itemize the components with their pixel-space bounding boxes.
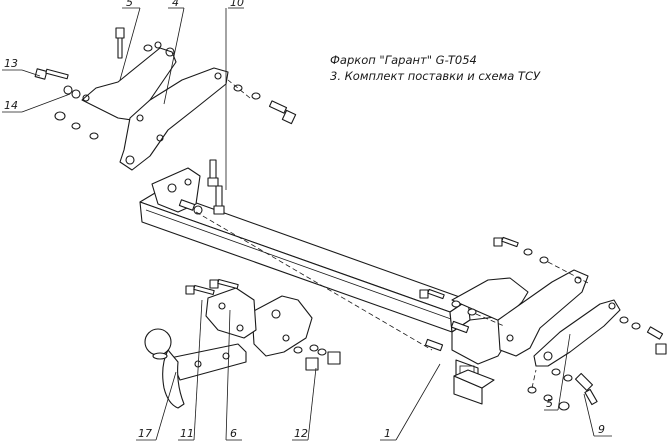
main-crossbeam bbox=[139, 167, 471, 333]
callout-5-bottom: 5 bbox=[546, 397, 553, 410]
callout-10: 10 bbox=[230, 0, 244, 9]
callout-17: 17 bbox=[138, 427, 152, 440]
tow-ball bbox=[144, 328, 247, 409]
callout-12: 12 bbox=[294, 427, 308, 440]
callout-14: 14 bbox=[4, 99, 18, 112]
right-bracket-assembly bbox=[497, 269, 621, 367]
assembly-lines bbox=[195, 79, 591, 389]
part-10-fasteners bbox=[178, 84, 297, 215]
right-fasteners bbox=[419, 236, 667, 411]
diagram-title-line2: 3. Комплект поставки и схема ТСУ bbox=[330, 69, 541, 83]
callout-11: 11 bbox=[180, 427, 194, 440]
diagram-title-line1: Фаркоп "Гарант" G-T054 bbox=[330, 53, 477, 67]
callout-4: 4 bbox=[172, 0, 179, 9]
top-left-fasteners bbox=[34, 27, 162, 140]
callout-leaders bbox=[2, 7, 612, 441]
callout-labels: 5 4 10 13 14 17 11 6 12 1 5 9 bbox=[4, 0, 605, 440]
callout-13: 13 bbox=[4, 57, 18, 70]
callout-9: 9 bbox=[598, 423, 605, 436]
ball-mount-fasteners bbox=[185, 278, 341, 371]
receiver-tube bbox=[453, 369, 495, 405]
ball-mount-plate bbox=[205, 287, 313, 357]
top-left-bracket bbox=[81, 47, 229, 171]
callout-6: 6 bbox=[230, 427, 237, 440]
callout-5-top: 5 bbox=[126, 0, 133, 9]
callout-1: 1 bbox=[384, 427, 391, 440]
